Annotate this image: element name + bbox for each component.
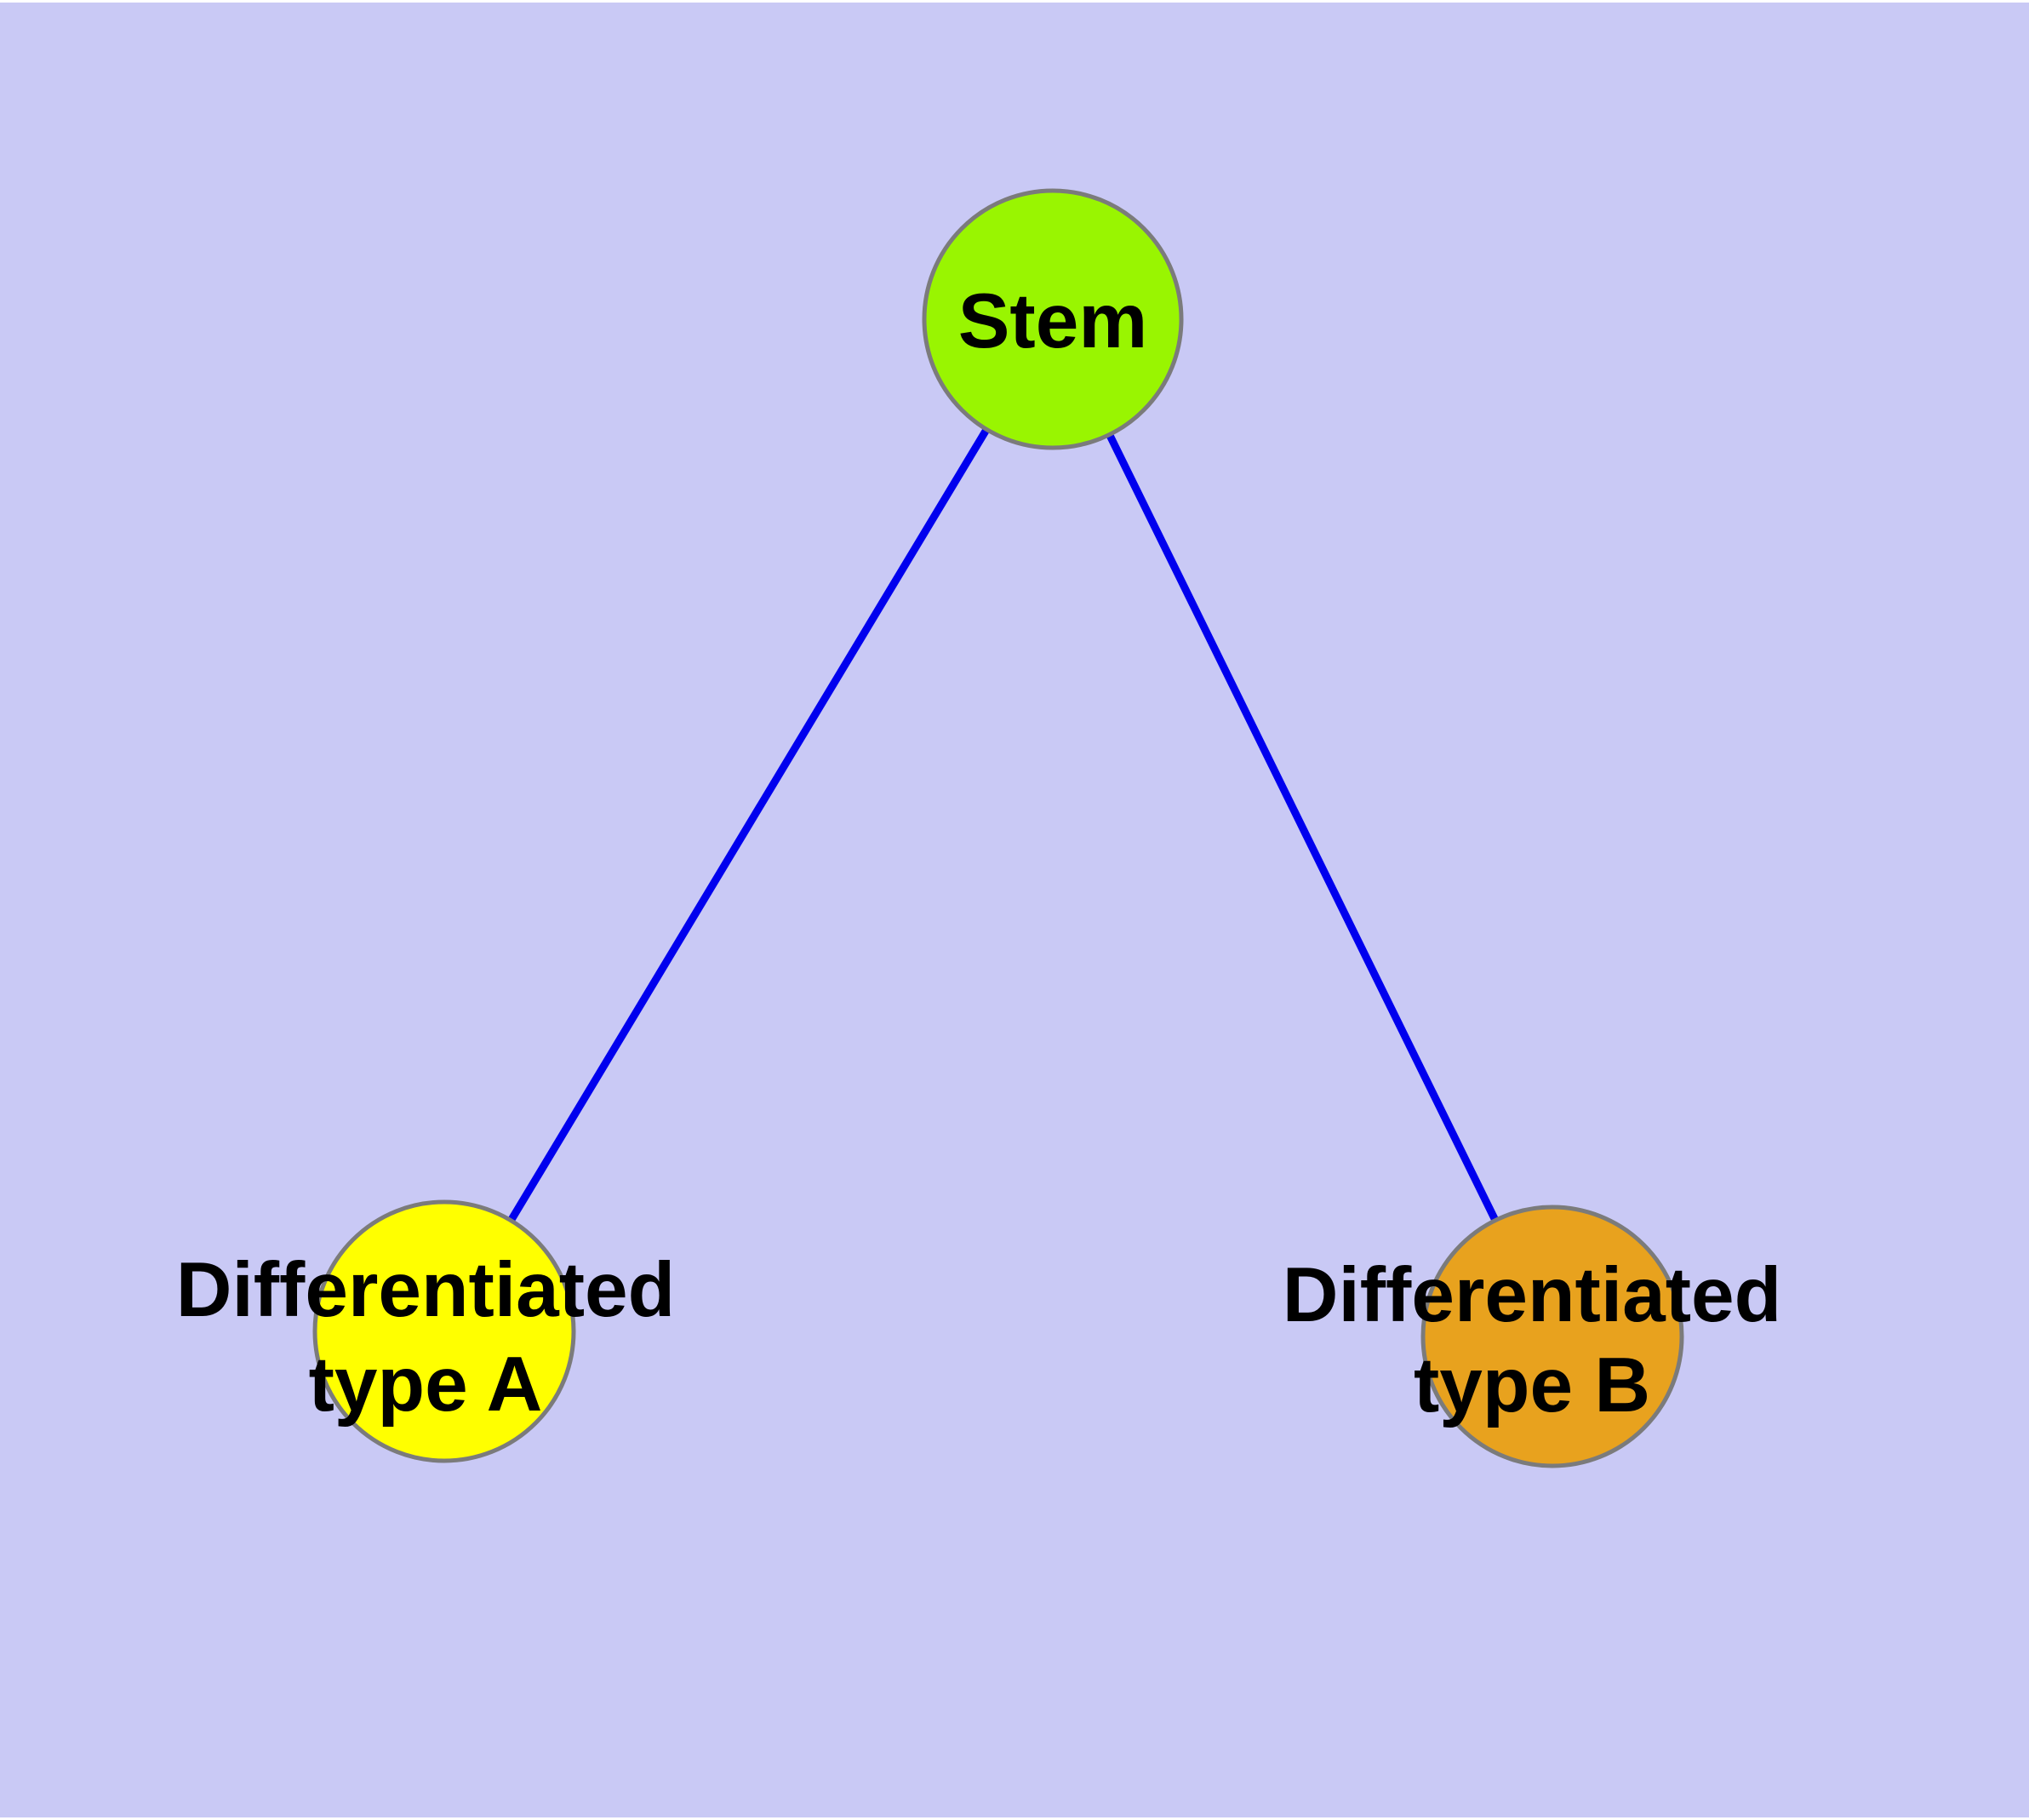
edge-stem-to-type-b [1049,315,1557,1341]
node-type-a-label-line1: Differentiated [176,1247,676,1333]
node-differentiated-type-b [1420,1205,1684,1468]
node-type-b-label-line2: type B [1414,1342,1650,1428]
node-stem-label: Stem [958,278,1148,364]
node-stem [922,188,1184,450]
node-type-a-label-line2: type A [309,1342,543,1428]
node-differentiated-type-a [312,1199,576,1463]
node-type-b-label-line1: Differentiated [1283,1252,1782,1338]
edge-stem-to-type-a [440,315,1057,1336]
